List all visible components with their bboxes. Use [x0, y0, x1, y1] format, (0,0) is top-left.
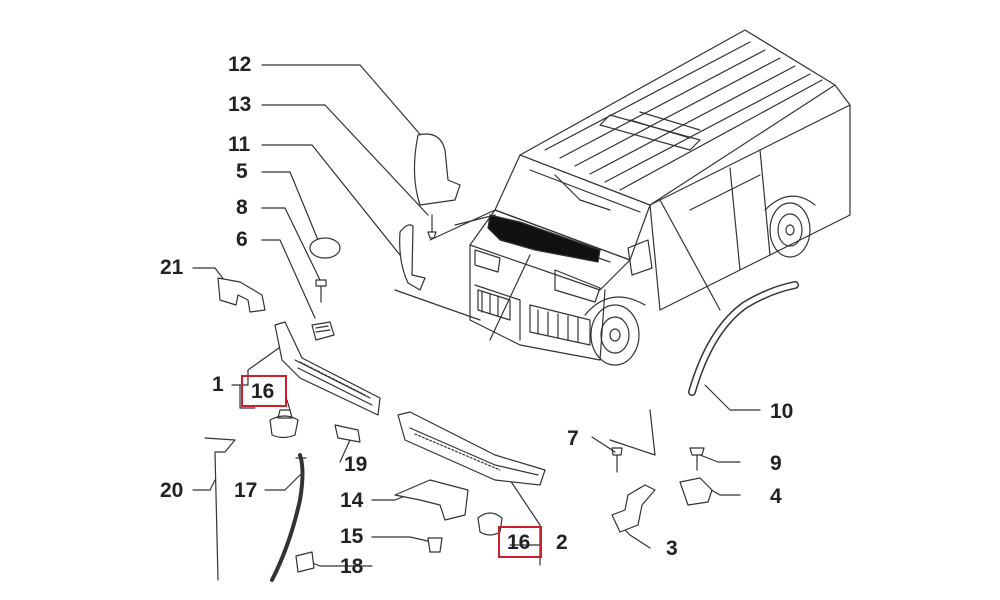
callout-19: 19 [344, 453, 368, 476]
part-8-screw [315, 279, 327, 303]
callout-14: 14 [340, 489, 364, 512]
part-17-hose [270, 453, 305, 582]
part-10-seal [688, 281, 799, 396]
callout-17: 17 [234, 479, 258, 502]
part-12-trim-upper [413, 133, 461, 206]
callout-20: 20 [160, 479, 184, 502]
callout-18: 18 [340, 555, 364, 578]
callout-6: 6 [236, 228, 248, 251]
callout-4: 4 [770, 485, 782, 508]
part-13-screw [427, 214, 437, 239]
part-16-clip-upper [269, 415, 299, 439]
highlight-box-16-upper [241, 375, 287, 407]
part-16-clip-lower [477, 512, 503, 536]
part-1-cowl-left [274, 321, 381, 416]
part-20-rod [204, 437, 236, 581]
callout-16-lower: 16 [507, 531, 531, 554]
callout-8: 8 [236, 196, 248, 219]
leader-lines [192, 64, 761, 567]
part-21-bracket [217, 277, 266, 313]
part-18-connector [295, 551, 315, 573]
part-15-bolt [427, 537, 443, 553]
part-7-screw [611, 447, 623, 473]
part-5-plug [309, 237, 341, 259]
callout-13: 13 [228, 93, 252, 116]
part-19-foam-block [334, 424, 361, 443]
callout-16-upper: 16 [251, 380, 275, 403]
van-illustration [469, 29, 851, 366]
part-3-bracket [611, 484, 656, 533]
callout-21: 21 [160, 256, 184, 279]
callout-12: 12 [228, 53, 252, 76]
callout-5: 5 [236, 160, 248, 183]
callout-2: 2 [556, 531, 568, 554]
part-9-screw [689, 447, 705, 471]
part-2-cowl-right [397, 411, 546, 486]
callout-11: 11 [228, 133, 251, 156]
callout-15: 15 [340, 525, 364, 548]
callout-7: 7 [567, 427, 579, 450]
part-4-clip [679, 477, 713, 506]
part-14-bracket [394, 479, 469, 521]
callout-10: 10 [770, 400, 794, 423]
callout-3: 3 [666, 537, 678, 560]
callout-9: 9 [770, 452, 782, 475]
callout-1: 1 [212, 373, 224, 396]
part-11-trim-lower [399, 224, 426, 291]
highlight-box-16-lower [498, 526, 542, 558]
